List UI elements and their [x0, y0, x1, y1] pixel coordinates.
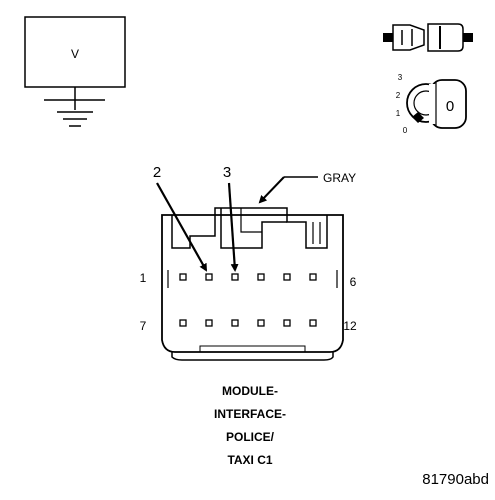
ignition-position-2: 2	[396, 91, 401, 100]
connector-title: MODULE- INTERFACE- POLICE/ TAXI C1	[214, 384, 286, 467]
voltmeter-label: V	[71, 47, 79, 61]
title-line-3: POLICE/	[226, 430, 275, 444]
ground-icon	[57, 111, 93, 127]
ignition-position-3: 3	[398, 73, 403, 82]
pin-row-2	[179, 319, 317, 327]
ignition-key-icon: 3 2 1 0 0	[396, 73, 467, 135]
pin-label-1: 1	[140, 271, 147, 285]
pin-cavity	[257, 273, 265, 281]
connector-body	[161, 207, 344, 361]
callout-pin-2: 2	[153, 164, 207, 272]
title-line-2: INTERFACE-	[214, 407, 286, 421]
pin-cavity	[283, 273, 291, 281]
pin-cavity	[257, 319, 265, 327]
callout-pin-3: 3	[223, 164, 239, 272]
color-callout: GRAY	[258, 171, 356, 204]
ignition-position-0: 0	[403, 126, 408, 135]
connector-color-label: GRAY	[323, 171, 356, 185]
ignition-position-1: 1	[396, 109, 401, 118]
pin-row-1	[179, 273, 317, 281]
pin-label-7: 7	[140, 319, 147, 333]
title-line-4: TAXI C1	[227, 453, 272, 467]
callout-label-2: 2	[153, 164, 161, 181]
pin-cavity	[205, 319, 213, 327]
voltmeter-symbol: V	[24, 16, 126, 127]
title-line-1: MODULE-	[222, 384, 278, 398]
pin-cavity	[283, 319, 291, 327]
figure-code: 81790abd	[422, 471, 489, 488]
connector-plug-icon	[383, 23, 473, 52]
pin-cavity	[179, 319, 187, 327]
pin-cavity	[179, 273, 187, 281]
pin-cavity	[309, 273, 317, 281]
pin-cavity	[309, 319, 317, 327]
pin-label-12: 12	[343, 319, 357, 333]
pin-cavity	[205, 273, 213, 281]
callout-label-3: 3	[223, 164, 231, 181]
pin-cavity	[231, 319, 239, 327]
key-position-label: 0	[446, 98, 454, 115]
pin-label-6: 6	[350, 275, 357, 289]
pin-cavity	[231, 273, 239, 281]
